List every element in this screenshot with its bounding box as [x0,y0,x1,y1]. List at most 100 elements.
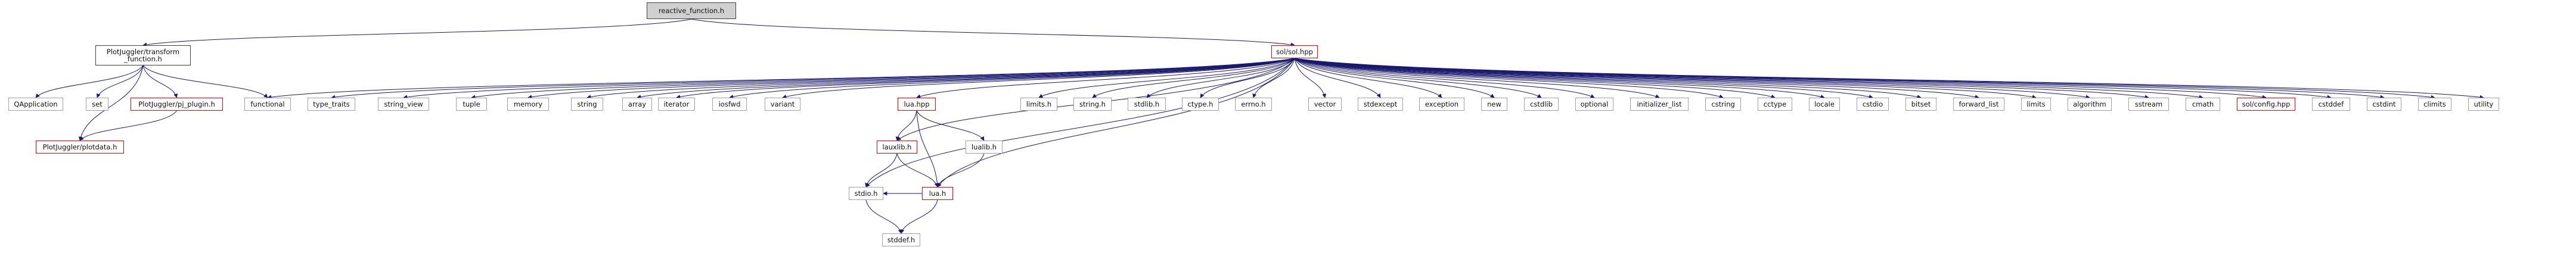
edge-n16-to-n46 [916,110,985,141]
graph-node-cstdio[interactable]: cstdio [1857,98,1889,111]
edge-n2-to-n6 [267,58,1295,99]
edge-n2-to-n26 [1294,58,1542,98]
graph-node-cstdlib[interactable]: cstdlib [1524,98,1559,111]
edge-n46-to-n48 [936,153,985,188]
graph-node-cstring[interactable]: cstring [1705,98,1741,111]
graph-node-lauxlib-h[interactable]: lauxlib.h [877,140,917,154]
graph-node-tuple[interactable]: tuple [456,98,487,111]
edge-n2-to-n36 [1294,58,2090,99]
edge-n1-to-n5 [142,65,178,98]
edge-n45-to-n48 [896,153,939,188]
graph-node-ctype-h[interactable]: ctype.h [1182,98,1219,111]
edge-n2-to-n19 [1146,58,1295,98]
edge-n2-to-n7 [331,58,1295,99]
graph-node-lua-h[interactable]: lua.h [922,187,953,200]
graph-node-qapplication[interactable]: QApplication [8,98,63,111]
graph-node-errno-h[interactable]: errno.h [1235,98,1272,111]
graph-node-type-traits[interactable]: type_traits [308,98,355,111]
graph-node-sstream[interactable]: sstream [2128,98,2169,111]
graph-node-vector[interactable]: vector [1308,98,1342,111]
edge-n1-to-n4 [96,65,144,98]
edge-n2-to-n12 [637,58,1295,99]
graph-node-exception[interactable]: exception [1419,98,1464,111]
graph-node-cstdint[interactable]: cstdint [2367,98,2401,111]
graph-node-initializer-list[interactable]: initializer_list [1630,98,1689,111]
graph-node-set[interactable]: set [86,98,108,111]
graph-node-sol-sol-hpp[interactable]: sol/sol.hpp [1271,45,1318,58]
edge-n16-to-n48 [916,110,940,188]
graph-node-stdlib-h[interactable]: stdlib.h [1128,98,1166,111]
graph-node-climits[interactable]: climits [2418,98,2451,111]
graph-node-utility[interactable]: utility [2468,98,2499,111]
edge-n2-to-n37 [1294,58,2149,99]
edge-n2-to-n48 [937,58,1295,188]
graph-node-new[interactable]: new [1481,98,1507,111]
edge-n2-to-n28 [1294,58,1660,98]
graph-node-limits-h[interactable]: limits.h [1020,98,1057,111]
graph-node-string[interactable]: string [571,98,603,111]
graph-node-forward-list[interactable]: forward_list [1953,98,2004,111]
edge-n2-to-n18 [1092,58,1295,98]
graph-node-stddef-h[interactable]: stddef.h [882,233,920,246]
graph-node-cctype[interactable]: cctype [1758,98,1792,111]
edge-n2-to-n11 [586,58,1295,99]
edge-n2-to-n32 [1294,58,1873,99]
graph-node-optional[interactable]: optional [1575,98,1613,111]
graph-node-algorithm[interactable]: algorithm [2068,98,2112,111]
graph-node-plotjuggler-plotdata-h[interactable]: PlotJuggler/plotdata.h [36,140,124,154]
edge-n16-to-n45 [895,110,917,141]
edge-n2-to-n35 [1294,58,2037,99]
graph-node-cmath[interactable]: cmath [2186,98,2220,111]
edge-n2-to-n31 [1294,58,1825,99]
edge-n2-to-n30 [1294,58,1776,99]
graph-node-array[interactable]: array [622,98,652,111]
edge-n2-to-n38 [1294,58,2203,99]
edge-n2-to-n40 [1294,58,2332,99]
graph-node-memory[interactable]: memory [507,98,549,111]
graph-node-sol-config-hpp[interactable]: sol/config.hpp [2237,98,2295,111]
edge-n2-to-n21 [1252,58,1295,98]
edge-n2-to-n20 [1200,58,1295,98]
edge-n2-to-n34 [1294,58,1979,99]
edge-n47-to-n49 [865,199,902,234]
edge-n5-to-n44 [79,110,177,141]
edge-n2-to-n43 [1294,58,2484,99]
graph-node-limits[interactable]: limits [2021,98,2051,111]
graph-node-functional[interactable]: functional [244,98,291,111]
edge-n2-to-n47 [865,58,1295,188]
edge-n2-to-n42 [1294,58,2435,99]
edge-n2-to-n17 [1038,58,1295,98]
graph-node-cstddef[interactable]: cstddef [2312,98,2350,111]
edge-n1-to-n6 [142,65,268,98]
edge-n48-to-n49 [900,199,938,234]
graph-node-lualib-h[interactable]: lualib.h [966,140,1003,154]
graph-node-stdio-h[interactable]: stdio.h [849,187,883,200]
edge-n2-to-n15 [782,58,1295,99]
graph-node-string-view[interactable]: string_view [378,98,429,111]
graph-node-bitset[interactable]: bitset [1905,98,1936,111]
edge-n2-to-n33 [1294,58,1922,99]
graph-node-plotjuggler-pj-plugin-h[interactable]: PlotJuggler/pj_plugin.h [131,98,223,111]
graph-node-lua-hpp[interactable]: lua.hpp [898,98,936,111]
graph-node-iterator[interactable]: iterator [658,98,695,111]
edge-n2-to-n25 [1294,58,1495,98]
graph-node-reactive-function-h[interactable]: reactive_function.h [647,2,736,19]
edge-n0-to-n1 [142,18,692,47]
edge-n2-to-n14 [729,58,1295,99]
edge-n2-to-n41 [1294,58,2385,99]
graph-node-iosfwd[interactable]: iosfwd [712,98,747,111]
edge-n45-to-n47 [865,153,898,188]
graph-node-string-h[interactable]: string.h [1073,98,1112,111]
graph-node-stdexcept[interactable]: stdexcept [1358,98,1403,111]
graph-node-variant[interactable]: variant [765,98,800,111]
graph-node-plotjuggler-transform-function-h[interactable]: PlotJuggler/transform _function.h [95,45,191,65]
edge-n2-to-n8 [403,58,1295,99]
edge-n2-to-n22 [1294,58,1327,98]
edge-n2-to-n13 [676,58,1295,99]
edge-n2-to-n39 [1294,58,2267,99]
edge-n2-to-n29 [1294,58,1724,99]
edge-n2-to-n23 [1294,58,1381,98]
graph-node-locale[interactable]: locale [1809,98,1840,111]
